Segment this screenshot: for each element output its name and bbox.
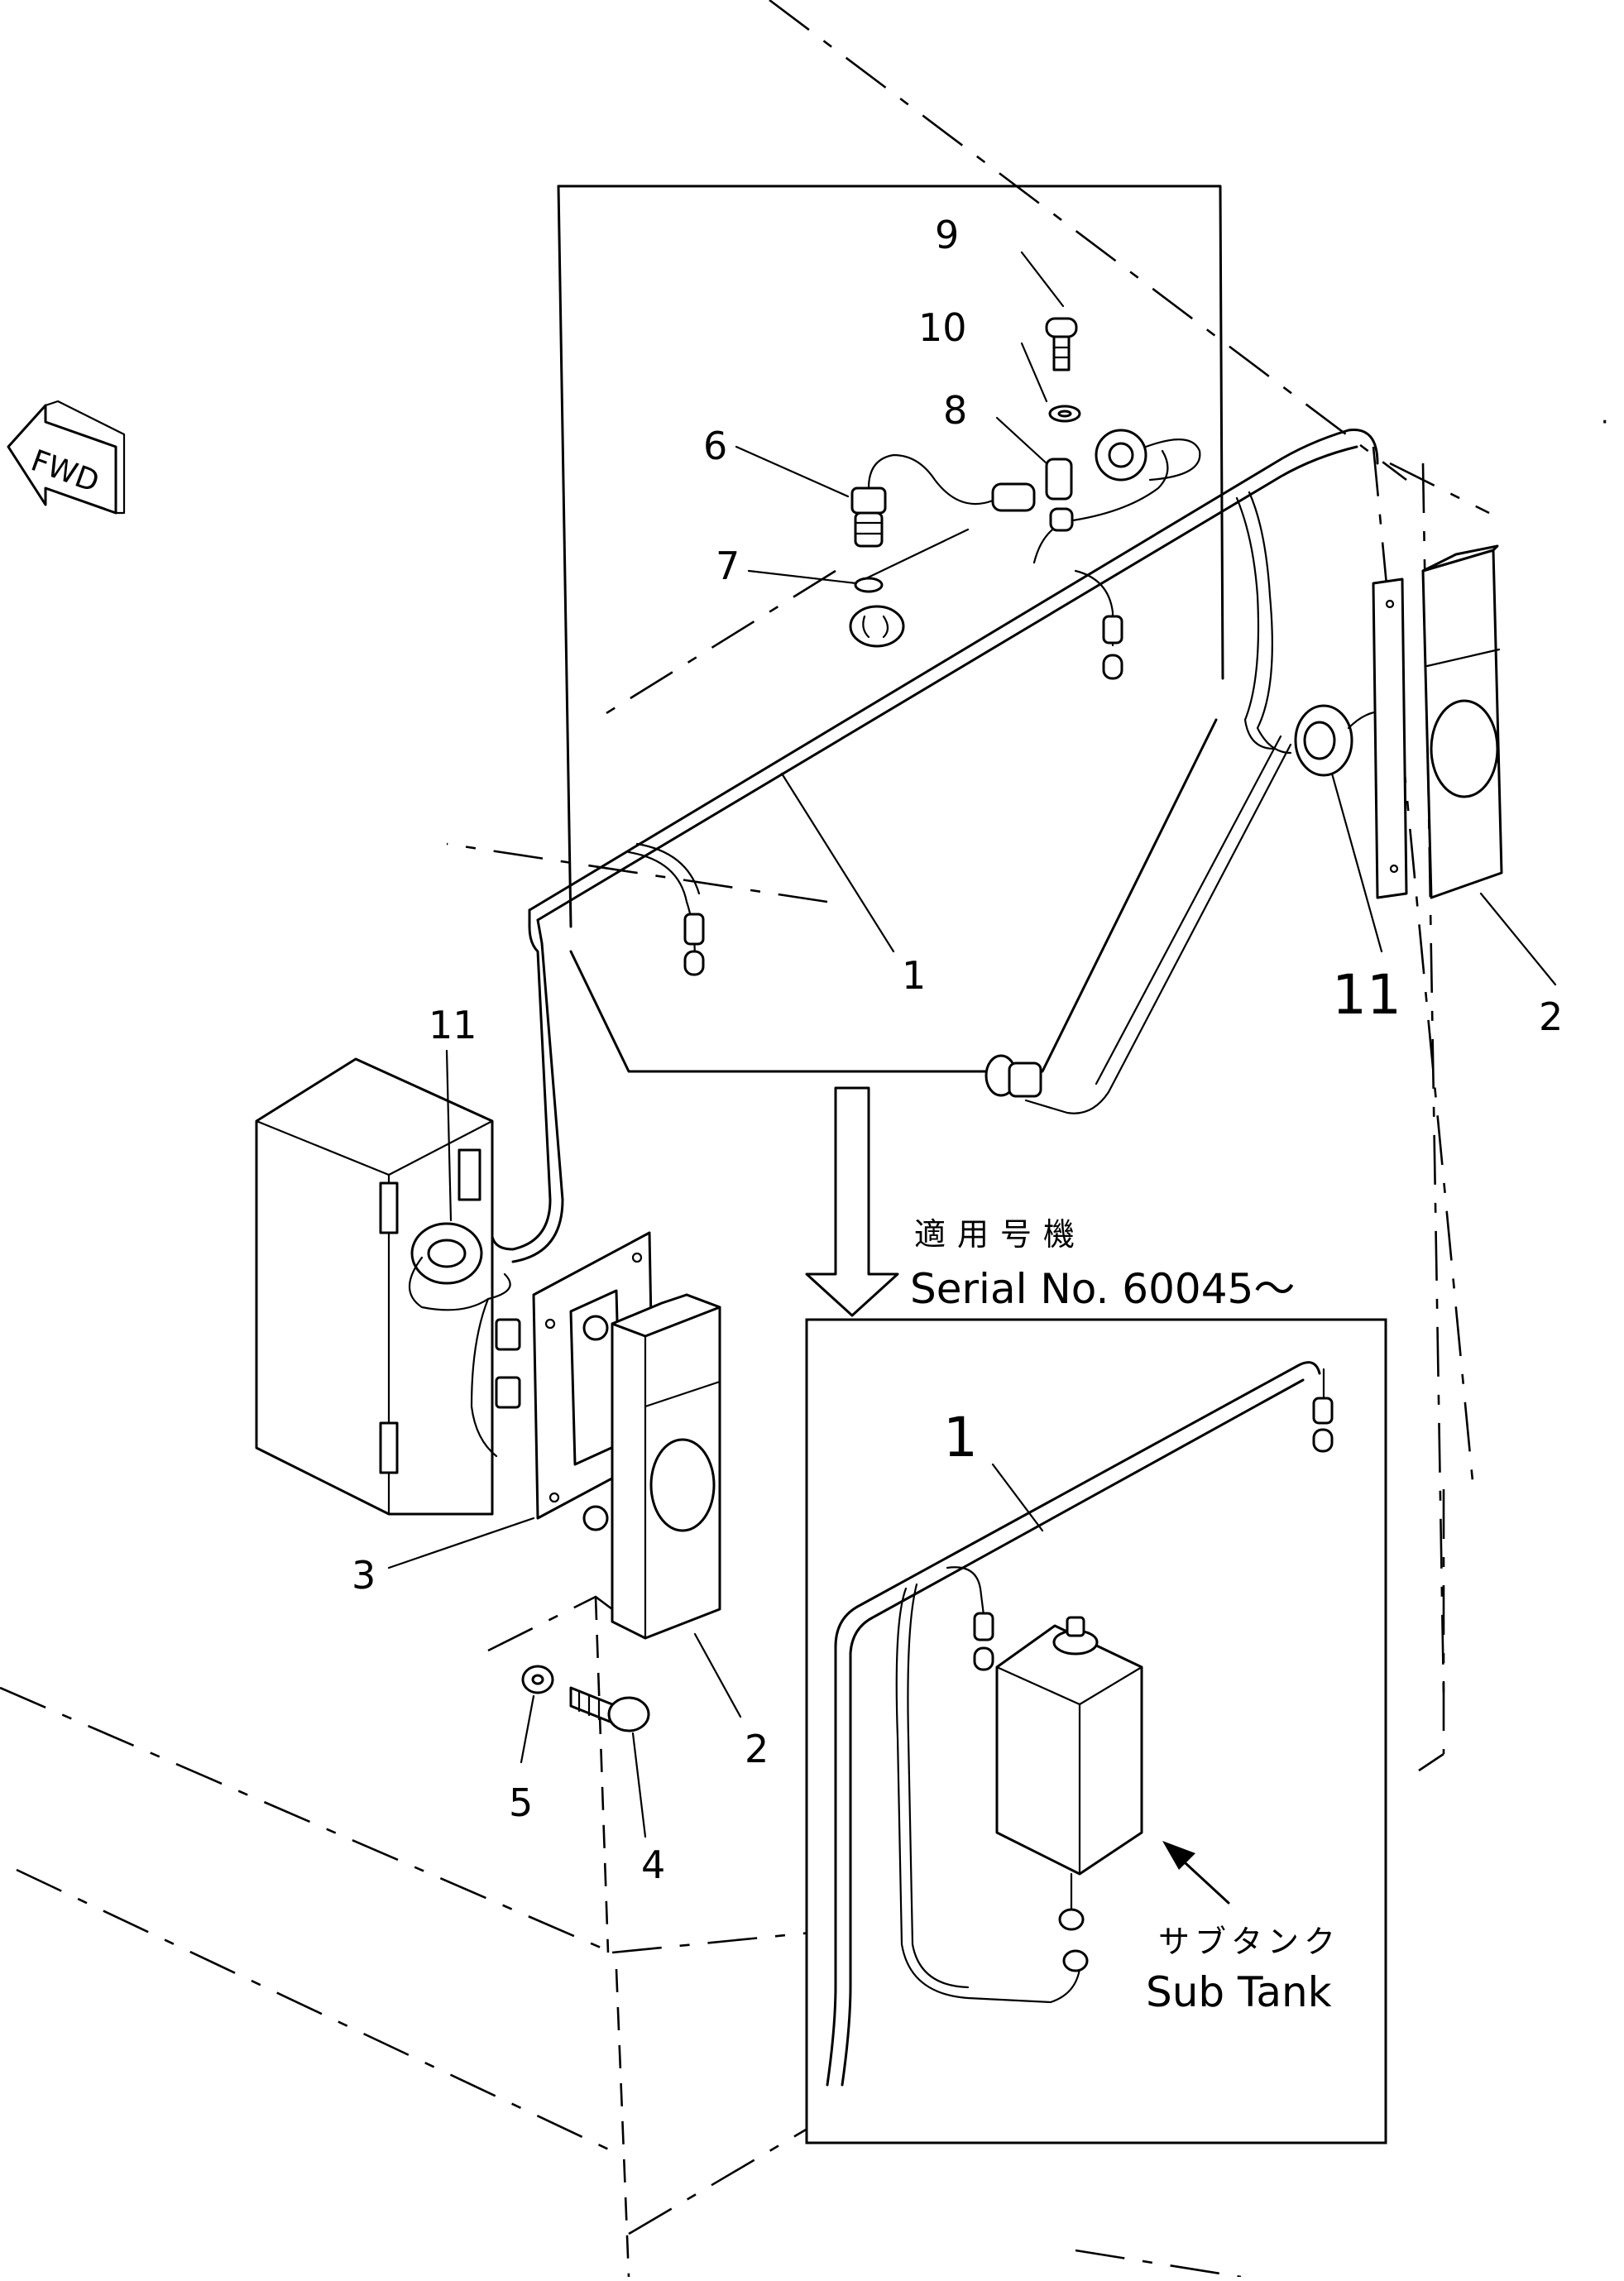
callout-9: 9 bbox=[935, 213, 959, 257]
callout-3: 3 bbox=[352, 1553, 376, 1598]
callout-5: 5 bbox=[509, 1780, 533, 1825]
callout-1-inset: 1 bbox=[943, 1406, 978, 1469]
callout-1: 1 bbox=[902, 953, 926, 998]
callout-8: 8 bbox=[943, 388, 967, 433]
left-box bbox=[255, 1057, 494, 1516]
sensor-assembly bbox=[849, 317, 1201, 648]
callout-4: 4 bbox=[641, 1843, 665, 1887]
callout-2-right: 2 bbox=[1539, 994, 1563, 1039]
sub-tank-label-en: Sub Tank bbox=[1146, 1968, 1332, 2016]
right-grommet bbox=[1294, 704, 1383, 777]
callout-labels: 9 10 8 6 7 1 11 2 11 3 2 5 4 1 bbox=[352, 213, 1563, 1887]
left-lamp bbox=[582, 1293, 721, 1640]
washer-5 bbox=[521, 1665, 554, 1694]
callout-2-left: 2 bbox=[745, 1727, 769, 1771]
bottom-connector bbox=[984, 1054, 1042, 1098]
wiring-harness bbox=[490, 429, 1379, 1263]
callout-11-left: 11 bbox=[429, 1003, 477, 1047]
fwd-direction-marker: FWD bbox=[7, 400, 126, 515]
down-arrow bbox=[805, 1086, 899, 1317]
applicability-label-jp: 適用号機 bbox=[914, 1216, 1086, 1253]
inset-box bbox=[805, 1318, 1387, 2144]
callout-7: 7 bbox=[716, 544, 740, 588]
back-panel bbox=[557, 184, 1224, 1073]
inset-labels: 適用号機 Serial No. 60045～ サブタンク Sub Tank bbox=[910, 1216, 1340, 2016]
right-lamp bbox=[1372, 544, 1503, 899]
callout-11-right: 11 bbox=[1332, 963, 1401, 1027]
serial-number-label: Serial No. 60045～ bbox=[910, 1265, 1295, 1313]
callout-6: 6 bbox=[703, 424, 727, 468]
svg-text:·: · bbox=[1601, 408, 1609, 437]
left-grommet bbox=[409, 1222, 521, 1458]
callout-10: 10 bbox=[918, 305, 967, 350]
bolt-4 bbox=[569, 1686, 650, 1732]
leader-lines bbox=[387, 251, 1557, 1838]
sub-tank-label-jp: サブタンク bbox=[1158, 1924, 1340, 1960]
